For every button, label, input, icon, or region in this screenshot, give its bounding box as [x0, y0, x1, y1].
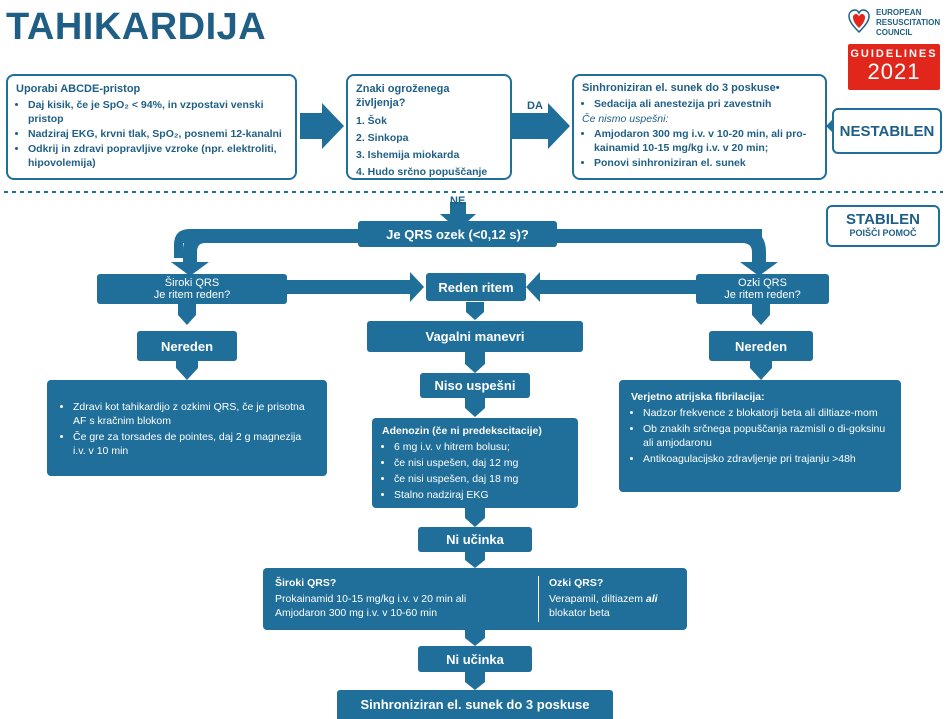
af-heading: Verjetno atrijska fibrilacija: [631, 391, 765, 403]
abcde-item: Nadziraj EKG, krvni tlak, SpO₂, posnemi … [28, 127, 287, 141]
sign-item: 1. Šok [356, 115, 387, 127]
narrow-drugs-text: Verapamil, diltiazem [549, 593, 646, 605]
abcde-item: Odkrij in zdravi popravljive vzroke (npr… [28, 142, 287, 170]
wide-qrs-box: Široki QRS Je ritem reden? [97, 274, 287, 304]
atrial-fibrillation-box: Verjetno atrijska fibrilacija: Nadzor fr… [619, 380, 901, 492]
arrow-yes [512, 103, 570, 149]
final-sync-shock: Sinhroniziran el. sunek do 3 poskuse [337, 690, 613, 719]
erc-logo: EUROPEAN RESUSCITATION COUNCIL GUIDELINE… [846, 6, 942, 90]
page-title: TAHIKARDIJA [6, 6, 267, 48]
logo-year: 2021 [867, 59, 921, 84]
narrow-drugs-heading: Ozki QRS? [549, 577, 604, 589]
second-line-drugs-box: Široki QRS? Prokainamid 10-15 mg/kg i.v.… [263, 568, 687, 630]
no-effect-1: Ni učinka [418, 527, 532, 552]
abcde-heading: Uporabi ABCDE-pristop [16, 83, 141, 95]
logo-org-line3: COUNCIL [876, 28, 913, 37]
arrow-abcde-to-signs [300, 103, 344, 149]
arrow-no [440, 202, 476, 230]
irregular-left: Nereden [137, 331, 237, 361]
logo-guidelines-banner: GUIDELINES 2021 [848, 44, 940, 90]
abcde-item: Daj kisik, če je SpO₂ < 94%, in vzpostav… [28, 98, 287, 126]
shock-item: Ponovi sinhroniziran el. sunek [594, 156, 817, 170]
life-threat-signs-box: Znaki ogroženega življenja? 1. Šok 2. Si… [346, 74, 512, 180]
narrow-drugs-or: ali [645, 593, 658, 605]
adenosine-item: če nisi uspešen, daj 18 mg [394, 472, 568, 486]
narrow-qrs-title: Ozki QRS [738, 277, 787, 289]
unsuccessful: Niso uspešni [420, 373, 530, 398]
stable-label: STABILEN POIŠČI POMOČ [826, 205, 940, 247]
stable-title: STABILEN [846, 211, 920, 228]
adenosine-heading: Adenozin (če ni predekscitacije) [382, 425, 542, 437]
wide-irregular-box: Zdravi kot tahikardijo z ozkimi QRS, če … [47, 380, 327, 476]
yes-label: DA [527, 100, 543, 112]
no-label: NE [450, 195, 466, 207]
shock-heading: Sinhroniziran el. sunek do 3 poskuse• [582, 82, 780, 94]
arrow-narrow-to-regular [526, 272, 696, 302]
irregular-right: Nereden [709, 331, 813, 361]
af-item: Ob znakih srčnega popuščanja razmisli o … [643, 422, 889, 450]
sign-item: 2. Sinkopa [356, 132, 409, 144]
narrow-qrs-drugs: Ozki QRS? Verapamil, diltiazem ali bloka… [539, 576, 658, 622]
vagal-maneuvers: Vagalni manevri [367, 321, 583, 352]
adenosine-item: če nisi uspešen, daj 12 mg [394, 456, 568, 470]
wide-irregular-item: Zdravi kot tahikardijo z ozkimi QRS, če … [73, 400, 315, 428]
logo-org-line1: EUROPEAN [876, 8, 922, 17]
logo-guidelines: GUIDELINES [850, 48, 938, 60]
adenosine-box: Adenozin (če ni predekscitacije) 6 mg i.… [372, 418, 578, 508]
regular-rhythm: Reden ritem [426, 273, 526, 301]
arrow-qrs-narrow [740, 229, 778, 276]
wide-qrs-question: Je ritem reden? [153, 289, 231, 301]
unstable-text: NESTABILEN [839, 122, 935, 140]
qrs-width-question: Je QRS ozek (<0,12 s)? [358, 221, 557, 247]
wide-irregular-item: Če gre za torsades de pointes, daj 2 g m… [73, 430, 315, 458]
af-item: Antikoagulacijsko zdravljenje pri trajan… [643, 452, 889, 466]
shock-note: Če nismo uspešni: [582, 113, 669, 125]
sign-item: 4. Hudo srčno popuščanje [356, 166, 488, 178]
unstable-label: NESTABILEN [832, 108, 942, 154]
wide-qrs-title: Široki QRS [164, 277, 220, 289]
wide-qrs-drugs: Široki QRS? Prokainamid 10-15 mg/kg i.v.… [275, 576, 539, 622]
narrow-drugs-line: Verapamil, diltiazem ali [549, 592, 658, 606]
adenosine-item: 6 mg i.v. v hitrem bolusu; [394, 440, 568, 454]
arrow-wide-to-regular [287, 272, 424, 302]
af-item: Nadzor frekvence z blokatorji beta ali d… [643, 406, 889, 420]
narrow-drugs-line: blokator beta [549, 607, 610, 619]
adenosine-item: Stalno nadziraj EKG [394, 488, 568, 502]
stable-sub: POIŠČI POMOČ [849, 228, 917, 238]
wide-drugs-line: Amjodaron 300 mg i.v. v 10-60 min [275, 607, 438, 619]
wide-drugs-line: Prokainamid 10-15 mg/kg i.v. v 20 min al… [275, 593, 467, 605]
logo-org-line2: RESUSCITATION [876, 18, 941, 27]
shock-item: Amjodaron 300 mg i.v. v 10-20 min, ali p… [594, 127, 817, 155]
abcde-approach-box: Uporabi ABCDE-pristop Daj kisik, če je S… [6, 74, 297, 180]
arrow-to-unstable [826, 120, 832, 132]
narrow-qrs-question: Je ritem reden? [724, 289, 801, 301]
no-effect-2: Ni učinka [418, 646, 532, 672]
arrow-qrs-wide [171, 229, 209, 276]
sign-item: 3. Ishemija miokarda [356, 149, 460, 161]
shock-item: Sedacija ali anestezija pri zavestnih [594, 97, 817, 111]
sync-shock-box: Sinhroniziran el. sunek do 3 poskuse• Se… [572, 74, 827, 180]
signs-heading: Znaki ogroženega življenja? [356, 83, 450, 109]
narrow-qrs-box: Ozki QRS Je ritem reden? [696, 274, 829, 304]
heart-icon [848, 9, 870, 34]
wide-drugs-heading: Široki QRS? [275, 577, 337, 589]
